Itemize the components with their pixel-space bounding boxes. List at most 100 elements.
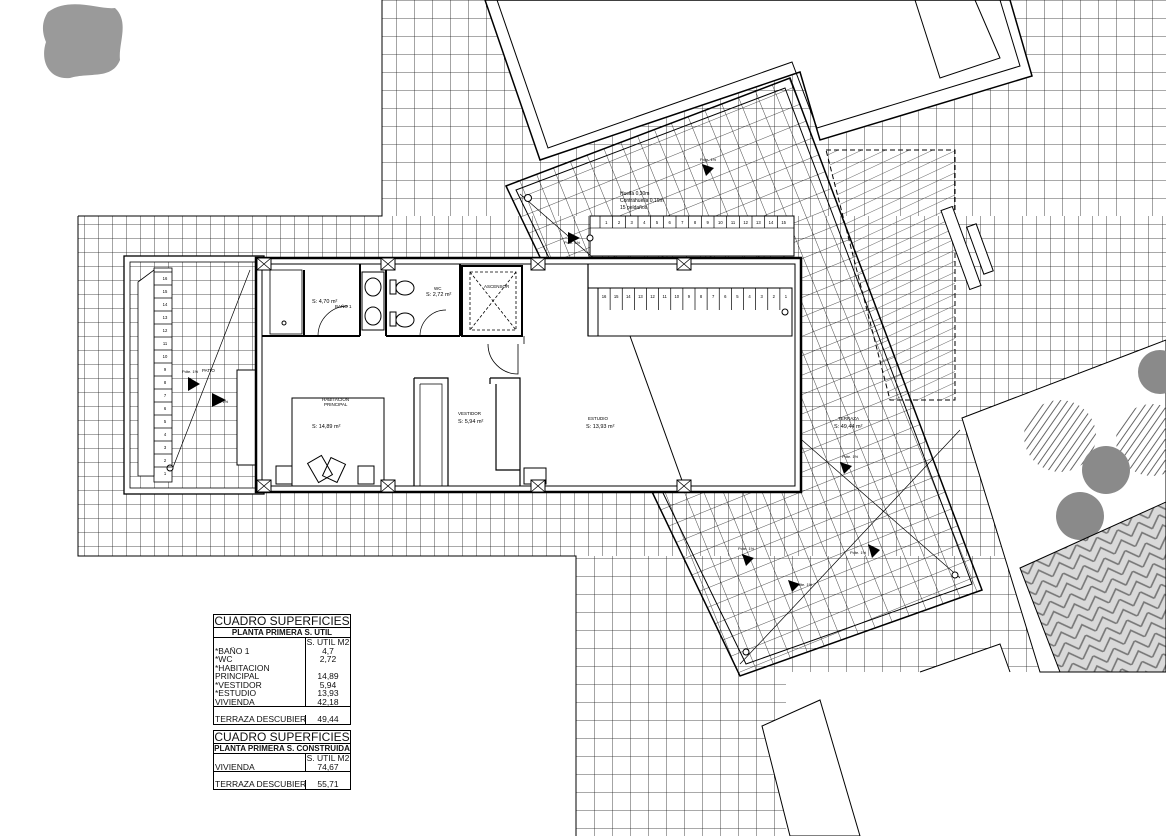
stair-step-number: 10 [674,294,679,299]
stair-step-number: 7 [712,294,715,299]
patio-name: PATIO [202,368,215,373]
stair-step-number: 6 [724,294,727,299]
stair-step-number: 9 [688,294,691,299]
terrace-label: TERRAZA DESCUBIERTA [215,715,305,724]
slope-terrace-4: Pdte. 1% [796,582,813,587]
row-value: 42,18 [305,697,350,706]
building-walls [254,256,803,494]
row-label: VIVIENDA [215,697,255,706]
terraza-name: TERRAZA [838,416,859,421]
stair-step-number: 9 [164,367,167,372]
table-row: *ESTUDIO 13,93 [213,689,351,698]
stair-step-number: 11 [163,341,168,346]
upper-structure [484,0,1033,161]
bano1-name: BAÑO 1 [335,303,352,309]
wc-name: WC [434,286,442,291]
wc-area: S: 2,72 m² [426,292,452,298]
slope-terrace-1: Pdte. 1% [842,454,859,459]
structural-columns [256,257,692,493]
row-value: 14,89 [305,672,350,681]
table-unit-header: S. UTIL M2 [305,753,350,763]
ascensor-name: ASCENSOR [484,284,510,289]
stair-step-number: 13 [638,294,643,299]
row-label: *WC [215,655,233,664]
stair-note-3: 15 peldaños [620,205,648,211]
table-row: *HABITACION [213,663,351,672]
slope-arrows [188,164,880,592]
stair-step-number: 4 [164,432,167,437]
stair-step-number: 8 [694,220,697,225]
lower-polygon [761,699,861,836]
row-label: *ESTUDIO [215,689,257,698]
stair-step-number: 7 [164,393,167,398]
estudio-name: ESTUDIO [588,416,609,421]
vestidor-name: VESTIDOR [458,411,482,416]
surface-table-util: CUADRO SUPERFICIES PLANTA PRIMERA S. UTI… [213,614,351,725]
stair-step-number: 6 [668,220,671,225]
stair-step-number: 5 [164,419,167,424]
stair-step-number: 14 [163,302,168,307]
bano1-area: S: 4,70 m² [312,299,338,305]
deck [825,149,994,401]
table-row: *WC 2,72 [213,655,351,664]
habitacion-name-1: HABITACION [322,397,349,402]
table-title: CUADRO SUPERFICIES [213,614,351,628]
estudio-area: S: 13,93 m² [586,424,615,430]
column-cross [676,257,692,271]
stair-step-number: 11 [663,294,668,299]
row-value: 5,94 [305,680,350,689]
surface-table-construida: CUADRO SUPERFICIES PLANTA PRIMERA S. CON… [213,730,351,790]
stair-step-number: 14 [769,220,774,225]
stair-note-2: Contrahuella 0,19m [620,198,664,204]
stair-step-number: 10 [163,354,168,359]
table-title: CUADRO SUPERFICIES [213,730,351,744]
slope-terrace-3: Pdte. 1% [850,550,867,555]
stair-step-number: 15 [614,294,619,299]
row-value: 2,72 [305,655,350,664]
row-value [305,663,350,672]
stair-step-number: 6 [164,406,167,411]
table-subtitle: PLANTA PRIMERA S. UTIL [213,627,351,638]
stair-step-number: 12 [163,328,168,333]
table-subtitle: PLANTA PRIMERA S. CONSTRUIDA [213,743,351,754]
stair-step-number: 2 [618,220,621,225]
stair-step-number: 16 [602,294,607,299]
stair-step-number: 1 [164,471,167,476]
terrace-value: 49,44 [305,715,350,724]
table-unit-header: S. UTIL M2 [305,637,350,647]
stair-step-number: 14 [626,294,631,299]
stair-step-number: 3 [164,445,167,450]
slope-terrace-top-a: Pdte. 1% [564,240,581,245]
stair-step-number: 11 [731,220,736,225]
table-row: VIVIENDA 42,18 [213,697,351,707]
stair-step-number: 13 [163,315,168,320]
stair-step-number: 1 [605,220,608,225]
stair-step-number: 12 [650,294,655,299]
stair-step-number: 16 [163,276,168,281]
table-row: PRINCIPAL 14,89 [213,672,351,681]
upper-stair [586,215,795,257]
column-cross [380,257,396,271]
row-label: PRINCIPAL [215,672,260,681]
row-value: 74,67 [305,762,350,771]
stair-step-number: 13 [756,220,761,225]
column-cross [530,257,546,271]
stair-step-number: 3 [630,220,633,225]
stair-step-number: 9 [706,220,709,225]
stair-step-number: 10 [718,220,723,225]
vegetation [42,4,1166,673]
habitacion-area: S: 14,89 m² [312,424,341,430]
stair-step-number: 5 [736,294,739,299]
row-value: 13,93 [305,689,350,698]
stair-step-number: 8 [164,380,167,385]
stair-step-number: 4 [643,220,646,225]
patio [123,255,265,495]
row-label: *BAÑO 1 [215,646,250,655]
stair-step-number: 1 [785,294,788,299]
